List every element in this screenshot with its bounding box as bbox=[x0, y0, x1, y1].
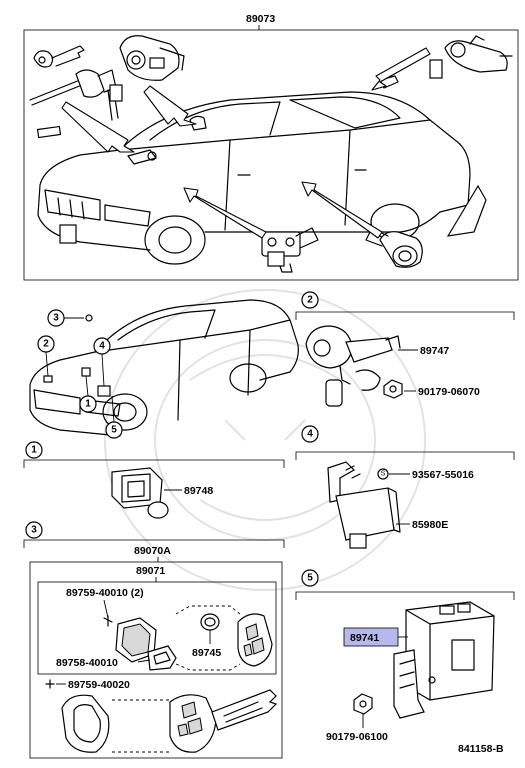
glovebox-lock-illustration bbox=[127, 115, 207, 165]
part-89747: 89747 bbox=[420, 345, 449, 357]
part-90179-06100: 90179-06100 bbox=[326, 731, 388, 743]
callout-3: 3 bbox=[53, 313, 59, 324]
module-85980E-illustration bbox=[327, 461, 401, 549]
subassembly-89071: 89071 bbox=[136, 565, 165, 577]
door-key-cylinder-illustration bbox=[365, 227, 423, 268]
section-2-number: 2 bbox=[307, 295, 313, 306]
assembly-89070A: 89070A bbox=[134, 545, 171, 557]
part-93567-55016: 93567-55016 bbox=[412, 469, 474, 481]
quarter-glass-illustration bbox=[446, 184, 487, 237]
section-2: 2 89747 90179-06070 bbox=[295, 291, 515, 407]
section-5: 5 89741 90179-06100 bbox=[295, 569, 515, 743]
diagram-footer-code: 841158-B bbox=[458, 743, 504, 755]
svg-text:S: S bbox=[381, 471, 386, 478]
transmitter-case-illustration bbox=[115, 617, 177, 671]
section-4-number: 4 bbox=[307, 429, 313, 440]
nut-90179-06100-illustration bbox=[353, 693, 373, 715]
section-3: 3 89070A 89071 89759-40010 (2) 89758-400… bbox=[23, 521, 285, 759]
callout-car-panel: 3 2 4 1 5 bbox=[29, 299, 299, 439]
callout-5: 5 bbox=[111, 425, 117, 436]
callout-1: 1 bbox=[85, 399, 91, 410]
steering-lock-illustration bbox=[305, 325, 401, 407]
part-90179-06070: 90179-06070 bbox=[418, 386, 480, 398]
part-89759-40010: 89759-40010 (2) bbox=[66, 587, 144, 599]
part-89741[interactable]: 89741 bbox=[350, 632, 379, 644]
section-5-number: 5 bbox=[307, 573, 313, 584]
battery-89745-illustration bbox=[200, 613, 220, 631]
location-arrows bbox=[61, 47, 431, 239]
part-89748: 89748 bbox=[184, 485, 213, 497]
top-vehicle-panel: 89073 bbox=[23, 13, 519, 281]
section-3-number: 3 bbox=[31, 525, 37, 536]
ecu-89741-illustration bbox=[393, 601, 495, 719]
part-89758-40010: 89758-40010 bbox=[56, 657, 118, 669]
section-1-number: 1 bbox=[31, 445, 37, 456]
key-set-illustration bbox=[29, 45, 123, 139]
master-key-illustration bbox=[169, 689, 278, 753]
trunk-lock-illustration bbox=[379, 35, 513, 89]
section-1: 1 89748 bbox=[23, 441, 285, 519]
top-group-label: 89073 bbox=[246, 13, 275, 25]
part-89745: 89745 bbox=[192, 647, 221, 659]
key-case-illustration bbox=[61, 694, 110, 753]
screw-89759-40020-icon bbox=[45, 679, 55, 689]
remote-transmitter-illustration bbox=[237, 613, 273, 667]
callout-4: 4 bbox=[99, 341, 105, 352]
door-lock-actuator-illustration bbox=[261, 227, 319, 273]
car-illustration-callouts bbox=[29, 299, 299, 437]
section-4: 4 S 93567-55016 85980E bbox=[295, 425, 515, 549]
screw-93567-55016-icon: S bbox=[377, 468, 389, 480]
ignition-cylinder-illustration bbox=[119, 35, 185, 81]
part-89759-40020: 89759-40020 bbox=[68, 679, 130, 691]
switch-89748-illustration bbox=[111, 467, 169, 519]
callout-2: 2 bbox=[43, 339, 49, 350]
nut-90179-06070-illustration bbox=[383, 379, 403, 399]
part-85980E: 85980E bbox=[412, 519, 448, 531]
